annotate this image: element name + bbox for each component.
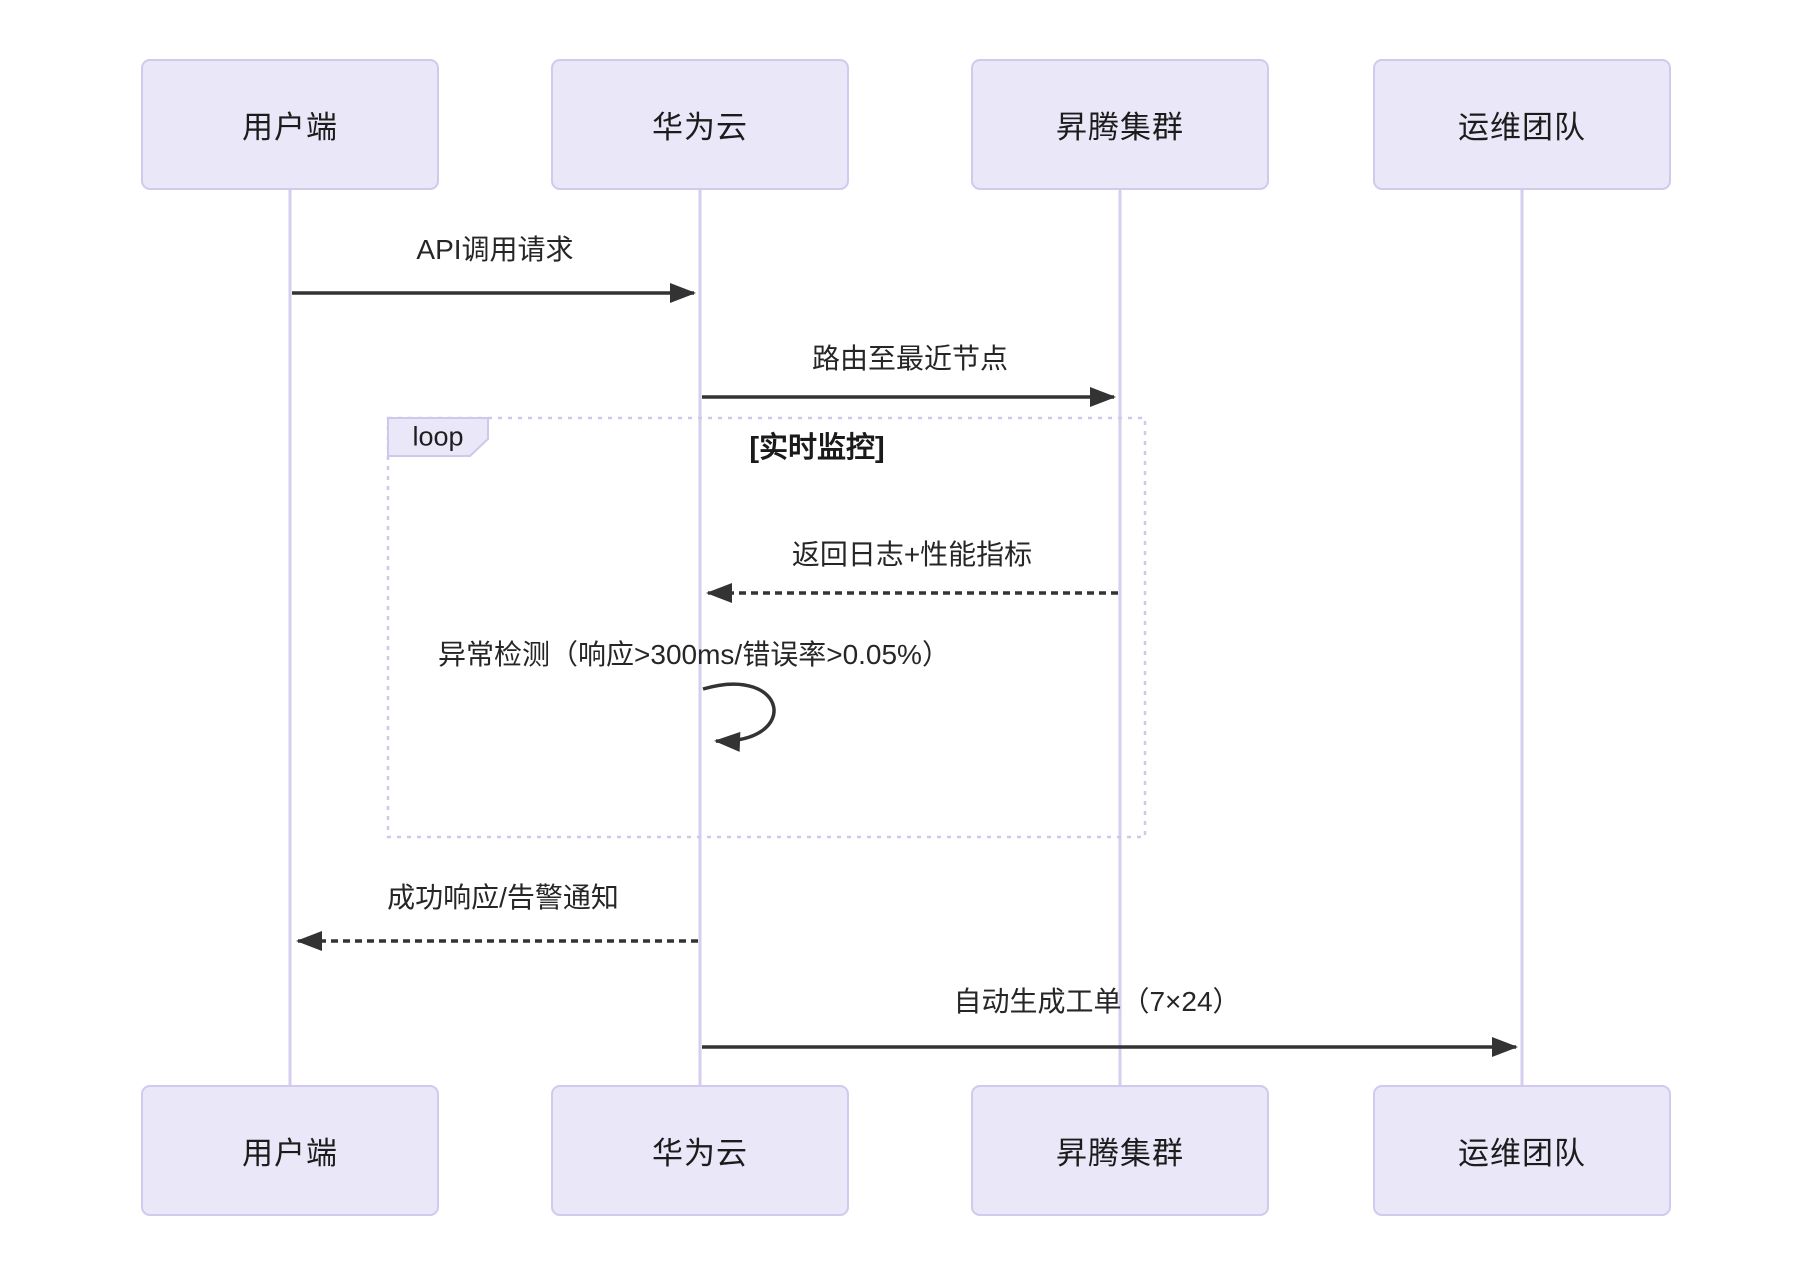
participant-huawei-cloud-bottom-label: 华为云 [652,1136,748,1171]
participant-ascend-cluster-top-label: 昇腾集群 [1056,110,1184,145]
message-anomaly-detection: 异常检测（响应>300ms/错误率>0.05%） [438,639,950,670]
participant-huawei-cloud-top-label: 华为云 [652,110,748,145]
message-return-logs-metrics: 返回日志+性能指标 [791,539,1033,570]
participant-ascend-cluster-bottom: 昇腾集群 [971,1085,1269,1216]
loop-condition-title: [实时监控] [749,432,885,464]
loop-frame [386,416,1147,839]
participant-client-bottom: 用户端 [141,1085,439,1216]
participant-ops-team-bottom-label: 运维团队 [1458,1136,1586,1171]
arrow-anomaly-detection-self-loop [702,682,776,752]
message-success-response-alert: 成功响应/告警通知 [387,882,619,913]
message-api-call-request: API调用请求 [416,234,574,265]
participant-huawei-cloud-bottom: 华为云 [551,1085,849,1216]
participant-ascend-cluster-top: 昇腾集群 [971,59,1269,190]
participant-client-bottom-label: 用户端 [242,1136,338,1171]
participant-ops-team-top: 运维团队 [1373,59,1671,190]
participant-client-top-label: 用户端 [242,110,338,145]
loop-tag-label: loop [412,421,464,452]
participant-ops-team-bottom: 运维团队 [1373,1085,1671,1216]
message-route-to-nearest-node: 路由至最近节点 [811,343,1009,374]
participant-ascend-cluster-bottom-label: 昇腾集群 [1056,1136,1184,1171]
message-auto-generate-ticket: 自动生成工单（7×24） [953,986,1241,1017]
participant-ops-team-top-label: 运维团队 [1458,110,1586,145]
loop-label-tab [387,417,489,457]
participant-client-top: 用户端 [141,59,439,190]
participant-huawei-cloud-top: 华为云 [551,59,849,190]
